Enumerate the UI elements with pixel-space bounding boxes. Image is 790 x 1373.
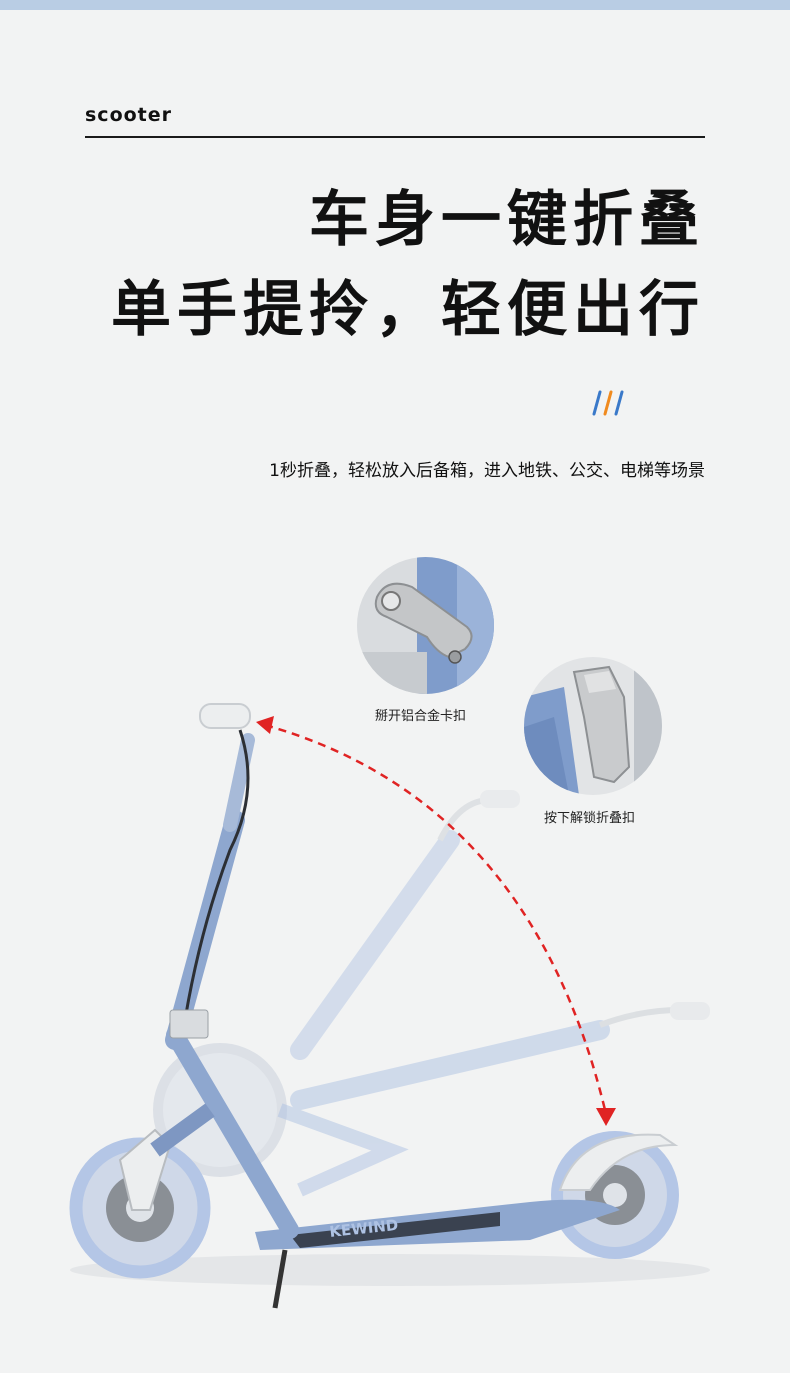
rear-wheel	[551, 1131, 679, 1259]
folding-clamp-icon	[357, 557, 494, 694]
clamp-closeup-image	[357, 557, 494, 694]
scooter-ghost-folded	[277, 1002, 710, 1197]
headline-line-2: 单手提拎，轻便出行	[111, 275, 705, 345]
feature-subtitle: 1秒折叠，轻松放入后备箱，进入地铁、公交、电梯等场景	[269, 461, 705, 481]
down-tube	[166, 1026, 299, 1239]
section-label: scooter	[85, 104, 173, 126]
fold-clamp	[169, 1009, 209, 1039]
arrow-head-bottom-icon	[596, 1108, 616, 1126]
unlock-caption: 按下解锁折叠扣	[544, 811, 636, 826]
kickstand	[272, 1249, 288, 1309]
fold-arc-arrow	[264, 723, 607, 1111]
brake-cable	[183, 729, 250, 1021]
decorative-slashes-icon	[592, 390, 624, 416]
folding-scooter-illustration: KEWIND	[60, 690, 760, 1320]
header-divider	[85, 136, 705, 138]
fork	[150, 1103, 215, 1157]
deck-grip	[290, 1212, 500, 1248]
headline-line-1: 车身一键折叠	[309, 185, 705, 255]
handlebar-grip	[199, 703, 251, 729]
arrow-head-top-icon	[256, 716, 274, 734]
scooter-folding-icon: KEWIND	[69, 703, 710, 1309]
top-accent-bar	[0, 0, 790, 10]
clamp-caption: 掰开铝合金卡扣	[375, 709, 467, 724]
